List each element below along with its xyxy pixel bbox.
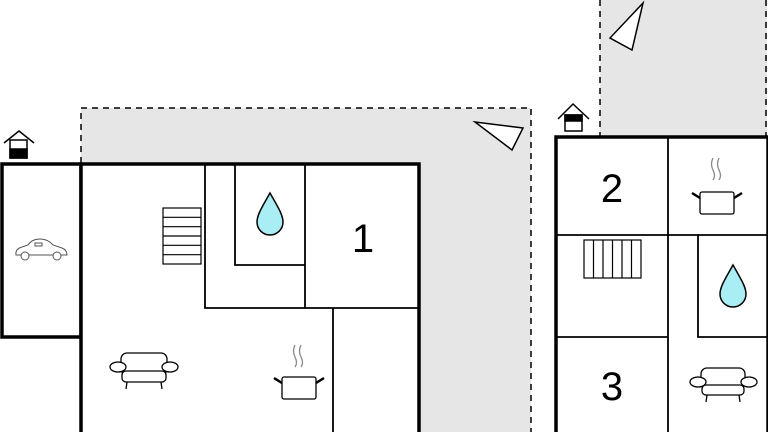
- house-main: [79, 162, 421, 432]
- building-left: [0, 162, 421, 432]
- cooking-pot-icon: [273, 344, 325, 400]
- terrace-right: [599, 0, 767, 137]
- sofa-icon: [109, 352, 179, 390]
- water-drop-icon: [256, 191, 284, 236]
- entrance-icon: [3, 130, 35, 159]
- stairs-icon: [162, 207, 202, 265]
- entrance-icon: [557, 102, 590, 132]
- room-label-1: 1: [352, 217, 374, 261]
- room-label-2: 2: [601, 167, 623, 211]
- garage: [0, 162, 83, 339]
- compass-arrow-icon: [472, 120, 525, 152]
- cooking-pot-icon: [691, 157, 743, 215]
- compass-arrow-icon: [608, 0, 645, 52]
- stairs-icon: [583, 239, 642, 279]
- room-label-3: 3: [601, 365, 623, 409]
- water-drop-icon: [719, 263, 747, 308]
- sofa-icon: [689, 367, 758, 403]
- car-icon: [15, 238, 68, 261]
